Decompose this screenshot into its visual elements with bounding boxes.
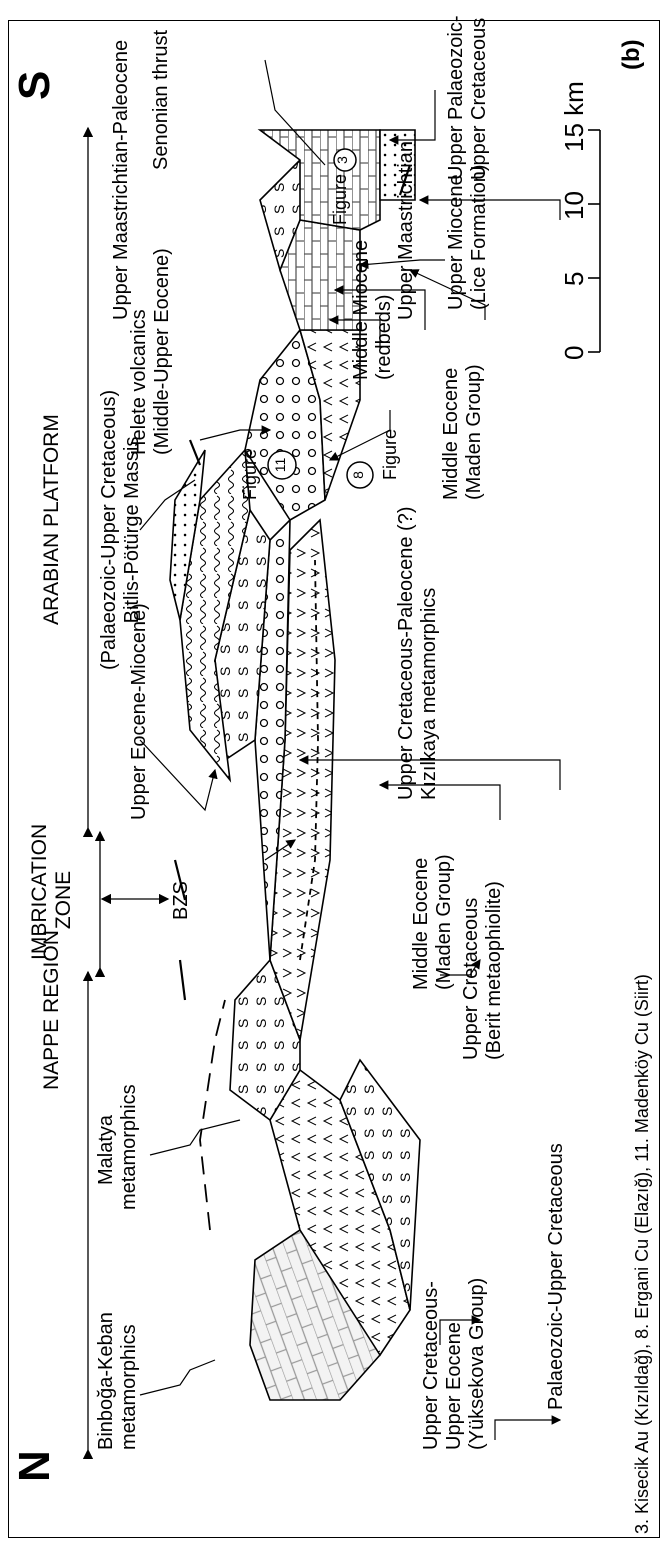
maden-east-label: Middle Eocene (Maden Group) — [440, 364, 486, 500]
binboga-line-1: Binboğa-Keban — [95, 1312, 118, 1450]
south-label: S — [10, 71, 61, 100]
maden-east-line-2: (Maden Group) — [463, 364, 486, 500]
figure-ref-3-label: Figure — [330, 174, 351, 225]
helete-label: Helete volcanics (Middle-Upper Eocene) — [128, 248, 174, 455]
redbeds-label: Middle Miocene (redbeds) — [350, 240, 396, 380]
kizilkaya-line-2: Kızılkaya metamorphics — [418, 507, 441, 801]
figure-caption: 3. Kisecik Au (Kızıldağ), 8. Ergani Cu (… — [632, 974, 653, 1534]
binboga-label: Binboğa-Keban metamorphics — [95, 1312, 141, 1450]
scale-bar — [588, 130, 600, 352]
redbeds-line-2: (redbeds) — [373, 240, 396, 380]
upper-palaeozoic-line-1: Upper Palaeozoic- — [445, 15, 468, 180]
lice-line-1: Upper Miocene — [445, 164, 468, 310]
scale-tick-15: 15 km — [560, 81, 590, 152]
upper-maas-paleocene-label: Upper Maastrichtian-Paleocene — [110, 40, 133, 320]
arabian-platform-label: ARABIAN PLATFORM — [40, 414, 64, 625]
lice-line-2: (Lice Formation) — [468, 164, 491, 310]
maden-west-line-1: Middle Eocene — [410, 854, 433, 990]
senonian-thrust-label: Senonian thrust — [150, 30, 173, 170]
yuksekova-line-2: Upper Eocene — [443, 1278, 466, 1450]
imbrication-line-2: ZONE — [52, 840, 76, 960]
berit-line-2: (Berit metaophiolite) — [483, 881, 506, 1060]
panel-label: (b) — [618, 39, 646, 70]
upper-palaeozoic-label: Upper Palaeozoic- Upper Cretaceous — [445, 15, 491, 180]
lice-label: Upper Miocene (Lice Formation) — [445, 164, 491, 310]
figure-ref-11-label: Figure — [240, 449, 261, 500]
maden-west-line-2: (Maden Group) — [433, 854, 456, 990]
yuksekova-line-1: Upper Cretaceous- — [420, 1278, 443, 1450]
scale-tick-10: 10 — [560, 191, 590, 220]
berit-line-1: Upper Cretaceous — [460, 881, 483, 1060]
imbrication-line-1: IMBRICATION — [28, 840, 52, 960]
scale-tick-5: 5 — [560, 272, 590, 286]
berit-label: Upper Cretaceous (Berit metaophiolite) — [460, 881, 506, 1060]
figure-ref-8-number: 8 — [350, 467, 366, 483]
redbeds-line-1: Middle Miocene — [350, 240, 373, 380]
imbrication-zone-label: IMBRICATION ZONE — [28, 840, 76, 960]
bzs-label: BZS — [170, 881, 193, 920]
kizilkaya-label: Upper Cretaceous-Paleocene (?) Kızılkaya… — [395, 507, 441, 801]
figure-ref-11-number: 11 — [272, 454, 288, 476]
kizilkaya-line-1: Upper Cretaceous-Paleocene (?) — [395, 507, 418, 801]
malatya-label: Malatya metamorphics — [95, 1090, 141, 1210]
scale-tick-0: 0 — [560, 346, 590, 360]
upper-palaeozoic-line-2: Upper Cretaceous — [468, 15, 491, 180]
malatya-line-2: metamorphics — [118, 1090, 141, 1210]
yuksekova-label: Upper Cretaceous- Upper Eocene (Yüksekov… — [420, 1278, 489, 1450]
helete-line-2: (Middle-Upper Eocene) — [151, 248, 174, 455]
maden-west-label: Middle Eocene (Maden Group) — [410, 854, 456, 990]
upper-maastrichtian-label: Upper Maastrichtian — [395, 141, 418, 320]
figure-ref-8-label: Figure — [380, 429, 401, 480]
malatya-line-1: Malatya — [95, 1090, 118, 1210]
maden-east-line-1: Middle Eocene — [440, 364, 463, 500]
palaeozoic-uc-label: Palaeozoic-Upper Cretaceous — [545, 1143, 568, 1410]
bitlis-line-1: (Palaeozoic-Upper Cretaceous) — [98, 390, 121, 670]
binboga-line-2: metamorphics — [118, 1312, 141, 1450]
yuksekova-line-3: (Yüksekova Group) — [466, 1278, 489, 1450]
north-label: N — [10, 1450, 61, 1482]
figure-ref-3-number: 3 — [334, 152, 350, 168]
